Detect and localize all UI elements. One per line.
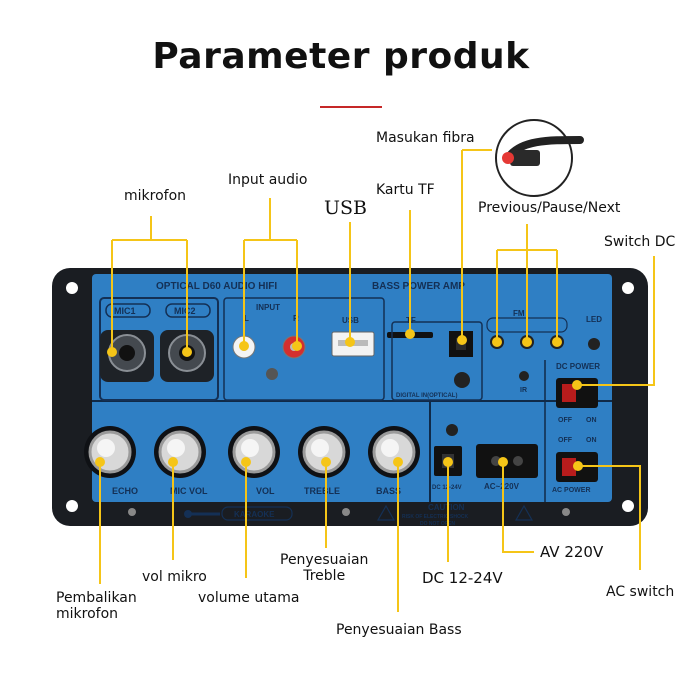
label-input-audio: Input audio [228,172,308,188]
caution-label: CAUTION [428,503,465,512]
label-bass: Penyesuaian Bass [336,622,462,638]
bass-knob[interactable] [368,426,420,478]
mic-vol-knob[interactable] [154,426,206,478]
mount-hole [622,500,634,512]
label-dc: DC 12-24V [422,569,503,587]
dc-power-label: DC POWER [556,362,600,371]
led-label: LED [586,315,602,324]
label-main-vol: volume utama [198,590,300,606]
ac-power-label: AC POWER [552,487,591,494]
title-underline [320,106,382,108]
mic1-label: MIC1 [114,306,136,316]
mic2-label: MIC2 [174,306,196,316]
off-label: OFF [558,417,573,424]
label-mic-vol: vol mikro [142,569,207,585]
mount-hole [342,508,350,516]
mount-hole [562,508,570,516]
label-tf: Kartu TF [376,182,435,198]
ir-label: IR [520,387,527,394]
treble-label: TREBLE [304,486,340,496]
mount-hole [128,508,136,516]
vol-label: VOL [256,486,275,496]
callout-dots [95,329,583,471]
label-echo: Pembalikan mikrofon [56,590,137,623]
mount-hole [66,282,78,294]
ac-in-label: AC~220V [484,482,520,491]
on-label-2: ON [586,437,597,444]
treble-knob[interactable] [298,426,350,478]
page-title: Parameter produk [152,36,530,77]
led-indicator [588,338,600,350]
caution-line-2: RISK OF ELECTRIC SHOCK [402,514,469,520]
dc-in-label: DC 12-24V [432,485,462,491]
echo-knob[interactable] [84,426,136,478]
on-label: ON [586,417,597,424]
label-switch-dc: Switch DC [604,234,676,250]
l-label: L [244,314,249,323]
label-treble: Penyesuaian Treble [280,552,369,585]
mic-vol-label: MIC VOL [170,486,208,496]
karaoke-label: KARAOKE [234,510,275,519]
label-fiber: Masukan fibra [376,130,475,146]
label-ac-switch: AC switch [606,584,675,600]
fm-label: FM [513,309,525,318]
input-label: INPUT [256,303,280,312]
label-prev-next: Previous/Pause/Next [478,200,621,216]
caution-line-3: DO NOT OPEN [420,521,455,527]
panel-title-2: BASS POWER AMP [372,281,465,292]
ir-receiver [454,372,470,388]
digital-in-label: DIGITAL IN(OPTICAL) [396,393,457,399]
callout-lines [99,149,655,612]
mount-hole [622,282,634,294]
label-mic: mikrofon [124,188,187,204]
echo-label: ECHO [112,486,138,496]
mount-hole [66,500,78,512]
label-usb: USB [324,197,367,219]
panel-title: OPTICAL D60 AUDIO HIFI [156,281,277,292]
off-label-2: OFF [558,437,573,444]
bass-label: BASS [376,486,401,496]
vol-knob[interactable] [228,426,280,478]
label-ac: AV 220V [540,543,604,561]
